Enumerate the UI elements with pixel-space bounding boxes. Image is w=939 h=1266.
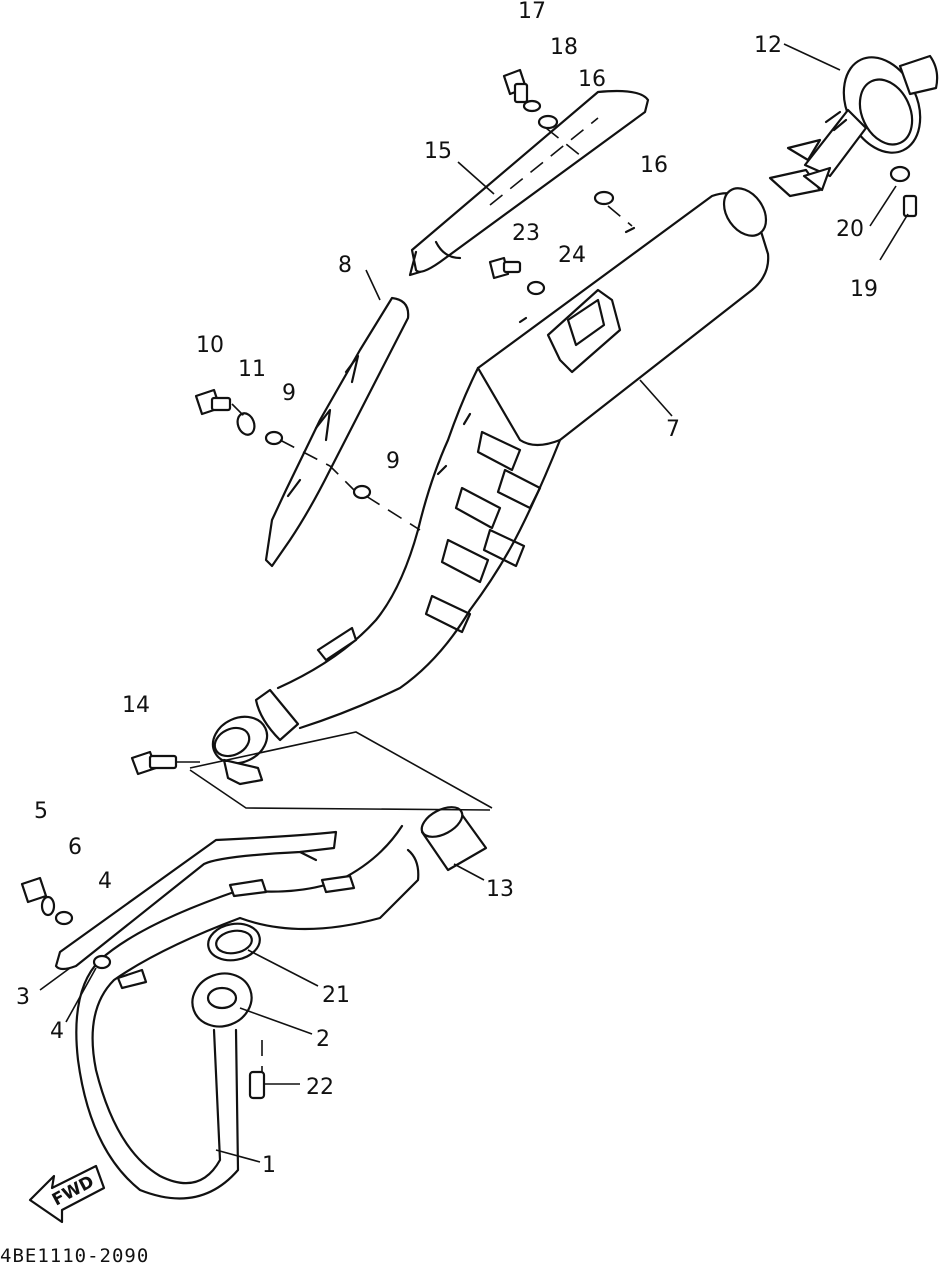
part-grommet-16b xyxy=(593,190,615,206)
part-washer-20 xyxy=(889,165,911,183)
callout-2: 2 xyxy=(316,1027,330,1052)
part-bolt-19 xyxy=(902,194,918,218)
part-washer-11 xyxy=(236,412,256,436)
part-collar-4b xyxy=(92,954,112,970)
part-washer-24 xyxy=(526,280,546,296)
callout-16a: 16 xyxy=(578,67,606,92)
drawing-code: 4BE1110-2090 xyxy=(0,1245,149,1266)
callout-1: 1 xyxy=(262,1153,276,1178)
part-muffler xyxy=(416,187,770,634)
callout-10: 10 xyxy=(196,333,224,358)
part-bolt-17 xyxy=(502,68,529,104)
callout-labels: 1 2 3 4 4 5 6 7 8 9 9 10 11 12 13 14 15 … xyxy=(16,0,878,1178)
part-collar-4a xyxy=(54,910,74,926)
callout-3: 3 xyxy=(16,985,30,1010)
callout-14: 14 xyxy=(122,693,150,718)
callout-9a: 9 xyxy=(282,381,296,406)
callout-4b: 4 xyxy=(50,1019,64,1044)
callout-24: 24 xyxy=(558,243,586,268)
part-bolt-10 xyxy=(194,388,232,416)
callout-20: 20 xyxy=(836,217,864,242)
part-gasket-sleeve xyxy=(420,806,488,872)
callout-7: 7 xyxy=(666,417,680,442)
part-grommet-9a xyxy=(264,430,284,446)
callout-leaders xyxy=(39,43,909,1163)
part-heat-protector-lower xyxy=(54,830,338,971)
callout-17: 17 xyxy=(518,0,546,24)
callout-23: 23 xyxy=(512,221,540,246)
callout-9b: 9 xyxy=(386,449,400,474)
part-grommet-9b xyxy=(352,484,372,500)
part-heat-protector-side xyxy=(264,296,410,568)
assembly-lines xyxy=(189,127,633,1072)
part-bolt-5 xyxy=(20,876,48,904)
part-heat-protector-top xyxy=(408,89,650,277)
callout-12: 12 xyxy=(754,33,782,58)
part-bolt-23 xyxy=(488,256,522,280)
part-muffler-inlet-pipe xyxy=(211,528,472,786)
callout-11: 11 xyxy=(238,357,266,382)
callout-22: 22 xyxy=(306,1075,334,1100)
callout-15: 15 xyxy=(424,139,452,164)
part-exhaust-pipe xyxy=(75,824,420,1200)
callout-21: 21 xyxy=(322,983,350,1008)
part-grommet-16a xyxy=(537,114,559,130)
callout-16b: 16 xyxy=(640,153,668,178)
callout-8: 8 xyxy=(338,253,352,278)
part-gasket-ring xyxy=(207,922,261,962)
part-washer-6 xyxy=(40,895,56,917)
callout-6: 6 xyxy=(68,835,82,860)
part-clamp-bolt xyxy=(130,750,200,776)
part-washer-18 xyxy=(522,99,542,113)
callout-5: 5 xyxy=(34,799,48,824)
part-bolt-22 xyxy=(248,1070,266,1100)
part-tail-cap xyxy=(768,54,939,198)
fwd-direction-arrow: FWD xyxy=(28,1164,106,1224)
callout-4a: 4 xyxy=(98,869,112,894)
callout-18: 18 xyxy=(550,35,578,60)
callout-19: 19 xyxy=(850,277,878,302)
callout-13: 13 xyxy=(486,877,514,902)
